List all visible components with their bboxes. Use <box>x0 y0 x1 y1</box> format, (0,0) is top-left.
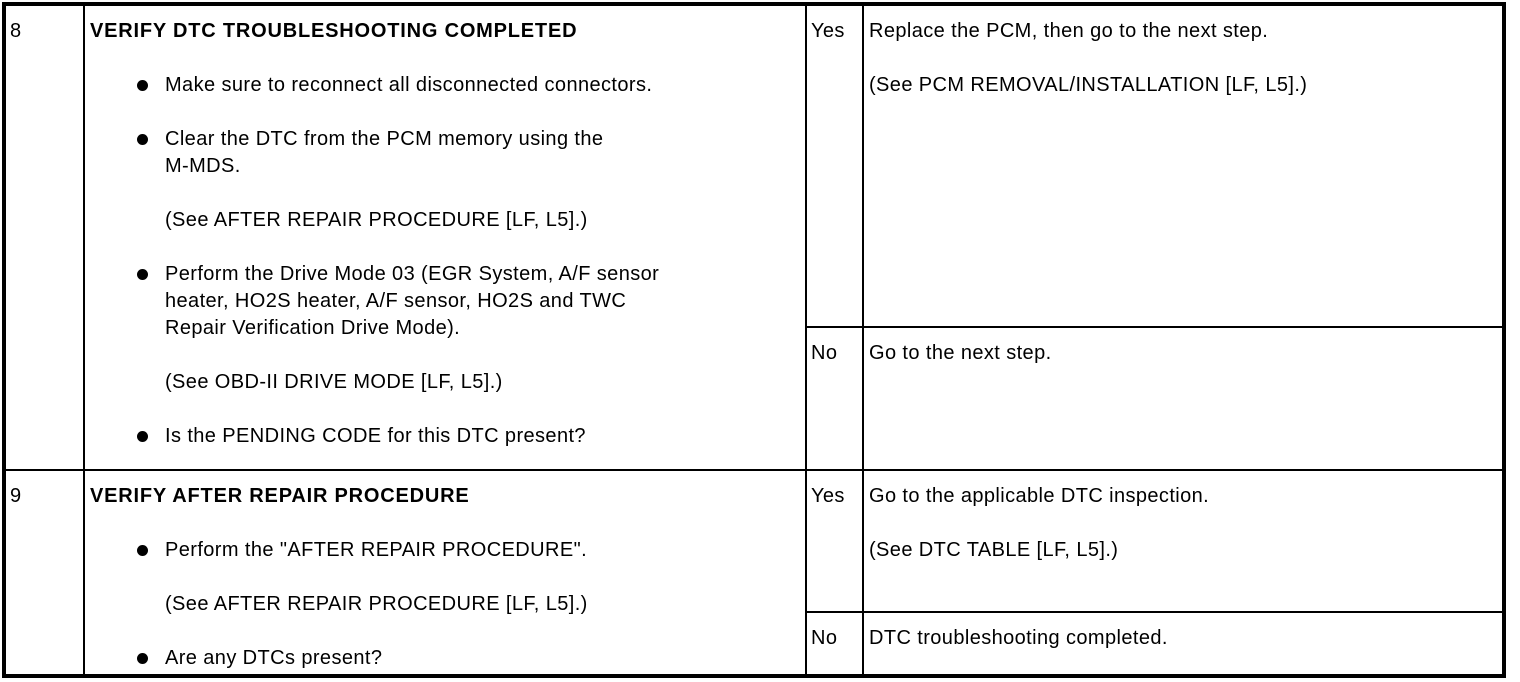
action-text-line: Clear the DTC from the PCM memory using … <box>165 128 604 150</box>
action-text-line: Repair Verification Drive Mode). <box>165 317 461 339</box>
result-text-line: DTC troubleshooting completed. <box>869 627 1168 649</box>
bullet-icon <box>137 80 148 91</box>
table-row-step-8: 8 VERIFY DTC TROUBLESHOOTING COMPLETED M… <box>6 6 1502 471</box>
result-desc-cell: Replace the PCM, then go to the next ste… <box>864 6 1502 326</box>
action-text-line: M-MDS. <box>165 155 241 177</box>
action-text-line: (See AFTER REPAIR PROCEDURE [LF, L5].) <box>165 593 588 615</box>
result-row-yes: Yes Go to the applicable DTC inspection.… <box>807 471 1502 613</box>
action-title: VERIFY DTC TROUBLESHOOTING COMPLETED <box>90 20 578 42</box>
action-text-line: Are any DTCs present? <box>165 647 383 669</box>
action-note: (See AFTER REPAIR PROCEDURE [LF, L5].) <box>90 207 797 234</box>
action-text-line: Perform the "AFTER REPAIR PROCEDURE". <box>165 539 588 561</box>
results-column: Yes Go to the applicable DTC inspection.… <box>807 471 1502 674</box>
action-bullet-item: Perform the Drive Mode 03 (EGR System, A… <box>90 261 797 342</box>
action-text-line: (See AFTER REPAIR PROCEDURE [LF, L5].) <box>165 209 588 231</box>
action-title: VERIFY AFTER REPAIR PROCEDURE <box>90 485 470 507</box>
result-desc-cell: DTC troubleshooting completed. <box>864 613 1502 674</box>
action-bullet-item: Perform the "AFTER REPAIR PROCEDURE". <box>90 537 797 564</box>
action-text-line: Perform the Drive Mode 03 (EGR System, A… <box>165 263 660 285</box>
result-text-line: Go to the next step. <box>869 342 1052 364</box>
result-row-yes: Yes Replace the PCM, then go to the next… <box>807 6 1502 328</box>
step-number-cell: 8 <box>6 6 85 469</box>
result-text-line: Replace the PCM, then go to the next ste… <box>869 20 1269 42</box>
action-cell: VERIFY AFTER REPAIR PROCEDURE Perform th… <box>85 471 807 674</box>
bullet-icon <box>137 545 148 556</box>
step-number: 9 <box>10 485 22 507</box>
action-text-line: Make sure to reconnect all disconnected … <box>165 74 653 96</box>
action-text-line: heater, HO2S heater, A/F sensor, HO2S an… <box>165 290 627 312</box>
action-bullet-item: Are any DTCs present? <box>90 645 797 672</box>
action-bullet-item: Clear the DTC from the PCM memory using … <box>90 126 797 180</box>
answer-label: Yes <box>811 20 845 42</box>
step-number-cell: 9 <box>6 471 85 674</box>
action-text-line: Is the PENDING CODE for this DTC present… <box>165 425 586 447</box>
action-bullet-item: Make sure to reconnect all disconnected … <box>90 72 797 99</box>
bullet-icon <box>137 653 148 664</box>
result-desc-cell: Go to the next step. <box>864 328 1502 469</box>
answer-cell: No <box>807 613 864 674</box>
results-column: Yes Replace the PCM, then go to the next… <box>807 6 1502 469</box>
answer-label: Yes <box>811 485 845 507</box>
action-note: (See AFTER REPAIR PROCEDURE [LF, L5].) <box>90 591 797 618</box>
action-bullet-item: Is the PENDING CODE for this DTC present… <box>90 423 797 450</box>
result-text-line: (See PCM REMOVAL/INSTALLATION [LF, L5].) <box>869 74 1308 96</box>
action-text-line: (See OBD-II DRIVE MODE [LF, L5].) <box>165 371 503 393</box>
result-row-no: No Go to the next step. <box>807 328 1502 469</box>
action-cell: VERIFY DTC TROUBLESHOOTING COMPLETED Mak… <box>85 6 807 469</box>
bullet-icon <box>137 431 148 442</box>
answer-label: No <box>811 342 838 364</box>
answer-cell: Yes <box>807 471 864 611</box>
answer-label: No <box>811 627 838 649</box>
result-row-no: No DTC troubleshooting completed. <box>807 613 1502 674</box>
result-text-line: Go to the applicable DTC inspection. <box>869 485 1210 507</box>
action-note: (See OBD-II DRIVE MODE [LF, L5].) <box>90 369 797 396</box>
answer-cell: No <box>807 328 864 469</box>
table-row-step-9: 9 VERIFY AFTER REPAIR PROCEDURE Perform … <box>6 471 1502 674</box>
bullet-icon <box>137 134 148 145</box>
result-text-line: (See DTC TABLE [LF, L5].) <box>869 539 1119 561</box>
step-number: 8 <box>10 20 22 42</box>
answer-cell: Yes <box>807 6 864 326</box>
bullet-icon <box>137 269 148 280</box>
result-desc-cell: Go to the applicable DTC inspection. (Se… <box>864 471 1502 611</box>
